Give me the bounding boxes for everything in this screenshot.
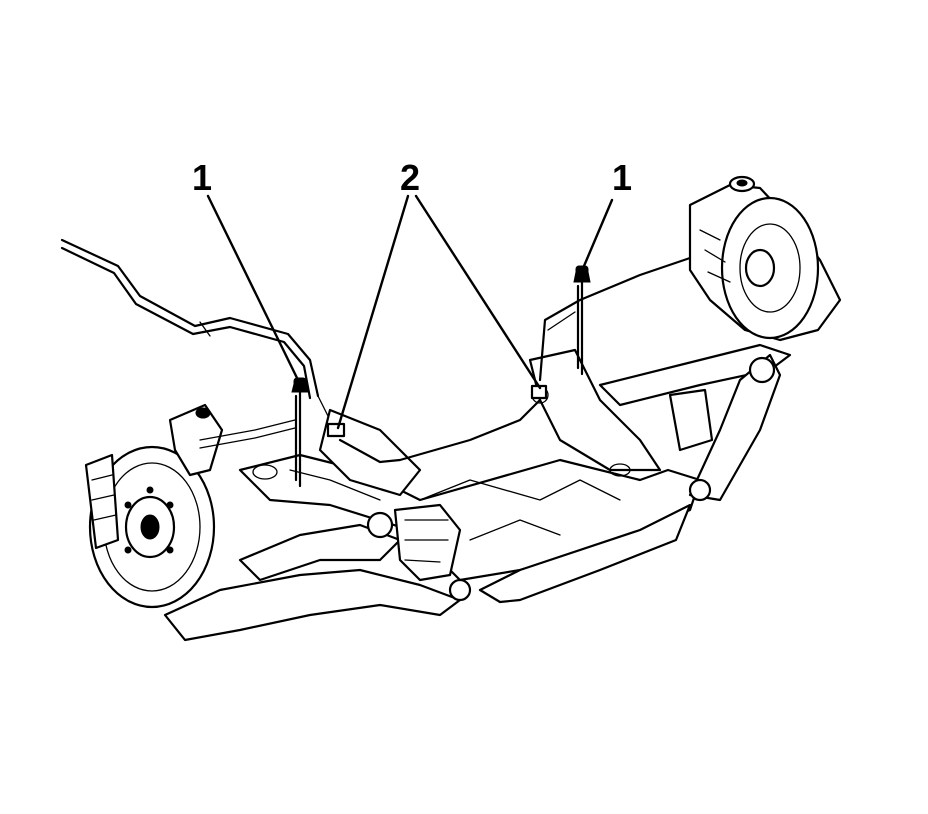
cable-right bbox=[338, 256, 692, 464]
leader-lines bbox=[206, 194, 614, 430]
callout-1-right: 1 bbox=[612, 157, 632, 198]
left-knuckle bbox=[168, 403, 296, 477]
leader-1-right bbox=[582, 198, 614, 268]
right-control-arms bbox=[598, 343, 792, 502]
right-knuckle-hub bbox=[688, 175, 842, 342]
bolt-right bbox=[573, 265, 591, 376]
leader-2-a bbox=[336, 194, 410, 430]
leader-2-b bbox=[414, 194, 542, 390]
left-brake-rotor bbox=[84, 445, 216, 609]
callout-1-left: 1 bbox=[192, 157, 212, 198]
leader-1-left bbox=[206, 194, 300, 382]
differential-mount bbox=[393, 503, 462, 582]
callout-2: 2 bbox=[400, 157, 420, 198]
lower-control-arm-left bbox=[163, 511, 472, 642]
